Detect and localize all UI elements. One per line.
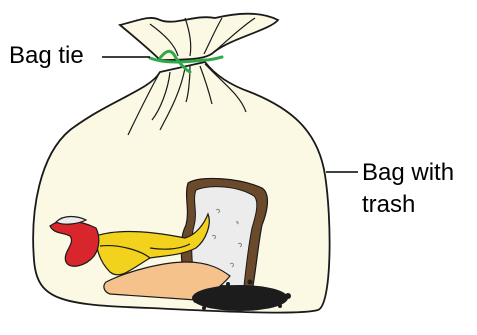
bag-with-trash-label-line1: Bag with [362, 159, 454, 187]
bag-with-trash-label-line2: trash [362, 191, 415, 219]
bag-tie-label: Bag tie [9, 42, 84, 70]
bag-neck-icon [120, 14, 278, 60]
